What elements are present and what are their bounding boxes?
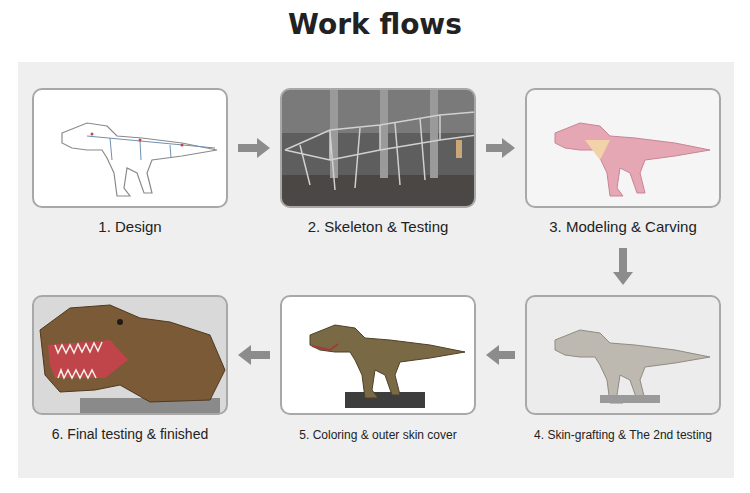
arrow-head	[502, 138, 515, 158]
colored-dinosaur	[310, 325, 465, 398]
arrow-shaft	[486, 144, 502, 152]
photo-ground	[33, 89, 227, 207]
skeleton-photo	[281, 89, 475, 207]
photo-frame	[280, 88, 476, 208]
step-caption-row: 6. Final testing & finished	[32, 425, 228, 443]
photo-pillar	[430, 89, 438, 178]
photo-ground	[281, 89, 475, 207]
stand-base	[600, 395, 660, 403]
photo-ground	[526, 296, 720, 414]
sketch-mark	[91, 133, 94, 136]
step-caption: 2. Skeleton & Testing	[308, 218, 449, 235]
step-caption-row: 2. Skeleton & Testing	[280, 218, 476, 236]
photo-frame	[525, 295, 721, 415]
step-box: 5. Coloring & outer skin cover	[280, 295, 476, 443]
arrow-shaft	[238, 144, 257, 152]
flow-arrow	[613, 248, 633, 285]
arrow-head	[613, 272, 633, 285]
dinosaur-eye	[117, 319, 123, 325]
sketch-mark	[139, 139, 142, 142]
backdrop-panel	[18, 62, 734, 478]
flow-arrow	[238, 345, 270, 365]
sketch-lines	[87, 136, 215, 160]
teeth	[55, 342, 102, 378]
photo-frame	[32, 295, 228, 415]
metal-frame	[285, 112, 475, 190]
step-caption: 1. Design	[98, 218, 161, 235]
flow-arrow	[486, 138, 515, 158]
step-caption: 4. Skin-grafting & The 2nd testing	[534, 428, 712, 442]
step-box: 1. Design	[32, 88, 228, 236]
step-caption: 3. Modeling & Carving	[549, 218, 697, 235]
foam-patch	[585, 140, 610, 160]
dinosaur-head	[40, 305, 225, 402]
flow-arrow	[486, 345, 515, 365]
open-mouth	[48, 340, 128, 378]
arrow-head	[257, 138, 270, 158]
worker-figure	[456, 140, 462, 158]
photo-floor	[281, 175, 475, 207]
stand-base	[345, 392, 425, 408]
grey-dinosaur	[555, 330, 710, 403]
photo-pillar	[380, 89, 388, 178]
arrow-shaft	[619, 248, 627, 272]
carving-photo	[526, 89, 720, 207]
step-box: 4. Skin-grafting & The 2nd testing	[525, 295, 721, 443]
sketch-mark	[181, 144, 184, 147]
step-caption-row: 1. Design	[32, 218, 228, 236]
photo-ground	[281, 296, 475, 414]
finished-photo	[33, 296, 227, 414]
step-caption-row: 4. Skin-grafting & The 2nd testing	[525, 425, 721, 443]
photo-ground	[281, 89, 475, 133]
photo-frame	[280, 295, 476, 415]
diagram-title: Work flows	[0, 8, 750, 41]
photo-ground	[33, 296, 227, 414]
photo-frame	[525, 88, 721, 208]
step-caption-row: 5. Coloring & outer skin cover	[280, 425, 476, 443]
step-box: 6. Final testing & finished	[32, 295, 228, 443]
photo-frame	[32, 88, 228, 208]
arrow-shaft	[499, 351, 515, 359]
skin-photo	[526, 296, 720, 414]
flow-arrow	[238, 138, 270, 158]
dinosaur-mouth	[312, 344, 338, 350]
coloring-photo	[281, 296, 475, 414]
photo-ground	[526, 89, 720, 207]
arrow-shaft	[251, 351, 270, 359]
arrow-head	[238, 345, 251, 365]
dinosaur-sketch	[62, 123, 217, 196]
arrow-head	[486, 345, 499, 365]
step-caption: 6. Final testing & finished	[52, 426, 208, 442]
design-sketch	[33, 89, 227, 207]
step-box: 2. Skeleton & Testing	[280, 88, 476, 236]
photo-pillar	[330, 89, 338, 178]
step-caption-row: 3. Modeling & Carving	[525, 218, 721, 236]
step-box: 3. Modeling & Carving	[525, 88, 721, 236]
foam-dinosaur	[555, 123, 710, 196]
step-caption: 5. Coloring & outer skin cover	[299, 428, 456, 442]
